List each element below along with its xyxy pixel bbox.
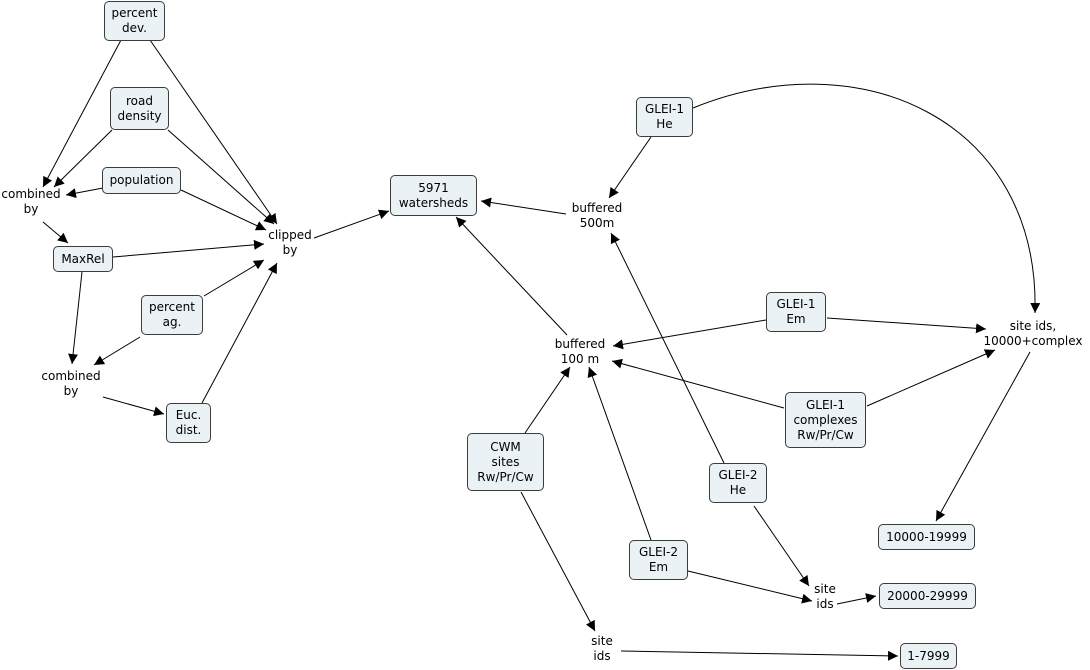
concept-range-10000-19999[interactable]: 10000-19999	[878, 524, 975, 550]
edge-glei2-em-to-buffered-100m	[587, 366, 652, 541]
edge-glei1-he-to-buffered-500m	[608, 136, 652, 199]
concept-5971-watersheds[interactable]: 5971 watersheds	[390, 175, 477, 216]
edge-glei1-complexes-to-buffered-100m	[611, 358, 785, 409]
concept-glei1-complexes[interactable]: GLEI-1 complexes Rw/Pr/Cw	[785, 392, 866, 448]
edge-buffered-100m-to-watersheds	[455, 216, 568, 336]
concept-percent-dev[interactable]: percent dev.	[104, 1, 165, 41]
edge-buffered-500m-to-watersheds	[480, 197, 567, 215]
link-buffered-100m: buffered 100 m	[554, 337, 606, 366]
concept-glei1-em[interactable]: GLEI-1 Em	[766, 292, 826, 332]
edge-percent-ag-to-clipped-by	[203, 259, 265, 297]
edge-cwm-to-buffered-100m	[524, 366, 571, 434]
edge-maxrel-to-clipped-by	[112, 239, 265, 258]
link-combined-by-bottom: combined by	[41, 369, 101, 398]
concept-glei2-he[interactable]: GLEI-2 He	[709, 463, 767, 503]
edge-clipped-by-to-watersheds	[313, 209, 390, 239]
link-combined-by-top: combined by	[1, 187, 61, 216]
edge-glei2-he-to-site-ids	[753, 505, 810, 587]
concept-euc-dist[interactable]: Euc. dist.	[166, 403, 211, 443]
edge-euc-dist-to-clipped-by	[201, 262, 278, 404]
edge-population-to-clipped-by	[180, 189, 267, 231]
concept-glei1-he[interactable]: GLEI-1 He	[636, 97, 693, 137]
edge-site-ids-complex-to-10000	[935, 351, 1031, 522]
edge-maxrel-to-combined-by	[68, 271, 83, 365]
edge-road-density-to-combined-by	[53, 129, 113, 188]
edge-glei2-he-to-buffered-500m	[610, 232, 725, 464]
concept-glei2-em[interactable]: GLEI-2 Em	[629, 540, 688, 580]
link-buffered-500m: buffered 500m	[571, 201, 623, 230]
edge-population-to-combined-by	[65, 187, 104, 199]
edge-cwm-to-site-ids	[520, 491, 596, 632]
concept-road-density[interactable]: road density	[110, 87, 169, 130]
concept-range-20000-29999[interactable]: 20000-29999	[879, 583, 976, 609]
edge-site-ids-to-1-7999	[620, 650, 899, 661]
edge-percent-ag-to-combined-by	[93, 336, 141, 366]
edge-site-ids-to-20000	[836, 593, 877, 605]
edge-glei1-he-to-site-ids-complex	[692, 83, 1041, 314]
concept-percent-ag[interactable]: percent ag.	[141, 295, 203, 335]
edge-glei1-em-to-buffered-100m	[612, 319, 767, 350]
edge-percent-dev-to-clipped-by	[149, 39, 278, 225]
edge-percent-dev-to-combined-by	[42, 39, 122, 188]
edge-road-density-to-clipped-by	[167, 129, 275, 225]
link-site-ids-cwm: site ids	[591, 634, 613, 663]
link-clipped-by: clipped by	[268, 228, 312, 257]
edge-glei2-em-to-site-ids	[687, 570, 813, 604]
edge-combined-by-to-euc-dist	[102, 396, 165, 417]
concept-range-1-7999[interactable]: 1-7999	[900, 643, 957, 669]
edge-glei1-complexes-to-site-ids-complex	[866, 349, 996, 407]
concept-population[interactable]: population	[102, 167, 181, 194]
edge-glei1-em-to-site-ids-complex	[826, 317, 987, 334]
link-site-ids-complex: site ids, 10000+complex	[983, 319, 1083, 348]
concept-cwm-sites[interactable]: CWM sites Rw/Pr/Cw	[467, 433, 544, 491]
concept-maxrel[interactable]: MaxRel	[53, 246, 113, 272]
edge-combined-by-to-maxrel	[42, 221, 69, 244]
link-site-ids-glei2: site ids	[814, 582, 836, 611]
